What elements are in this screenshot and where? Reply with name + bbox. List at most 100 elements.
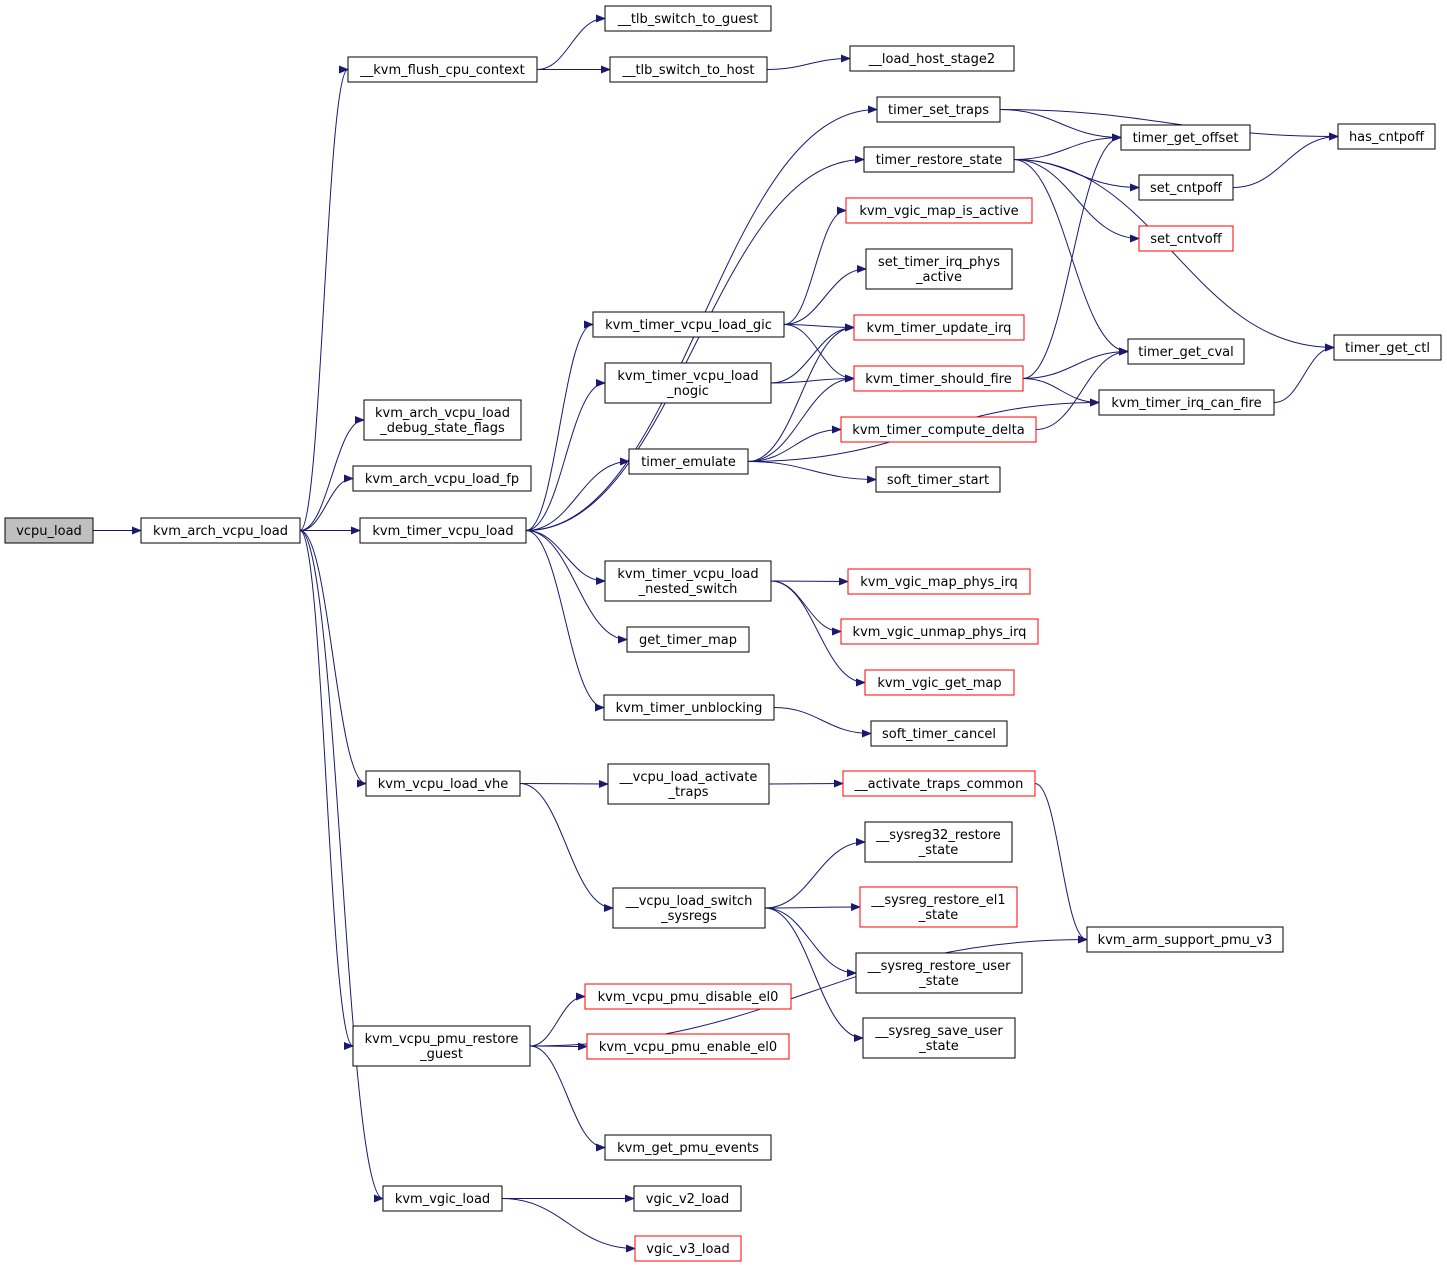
- node-label: vcpu_load: [16, 524, 82, 539]
- edge-kvm_timer_vcpu_load-to-kvm_timer_vcpu_load_gic: [525, 320, 594, 531]
- node-kvm_timer_should_fire[interactable]: kvm_timer_should_fire: [853, 365, 1024, 392]
- node-label: kvm_timer_should_fire: [865, 372, 1011, 387]
- node-kvm_vcpu_pmu_restore_guest[interactable]: kvm_vcpu_pmu_restore_guest: [352, 1025, 531, 1067]
- node-sysreg32_restore_state[interactable]: __sysreg32_restore_state: [864, 821, 1013, 863]
- node-box: [604, 362, 772, 404]
- node-box: [609, 56, 768, 83]
- node-box: [604, 5, 772, 32]
- node-sysreg_restore_el1_state[interactable]: __sysreg_restore_el1_state: [859, 886, 1018, 928]
- node-label: __sysreg_restore_el1: [870, 893, 1005, 908]
- node-box: [365, 770, 521, 797]
- node-label: kvm_vcpu_pmu_disable_el0: [598, 990, 779, 1005]
- node-kvm_timer_vcpu_load_nested_switch[interactable]: kvm_timer_vcpu_load_nested_switch: [604, 560, 772, 602]
- node-soft_timer_start[interactable]: soft_timer_start: [875, 466, 1001, 493]
- node-label: kvm_timer_vcpu_load: [617, 567, 758, 582]
- node-box: [865, 248, 1013, 290]
- node-label: kvm_arm_support_pmu_v3: [1098, 933, 1273, 948]
- node-vgic_v3_load[interactable]: vgic_v3_load: [634, 1235, 742, 1262]
- node-timer_get_cval[interactable]: timer_get_cval: [1127, 338, 1245, 365]
- node-timer_emulate[interactable]: timer_emulate: [628, 448, 749, 475]
- node-set_timer_irq_phys_active[interactable]: set_timer_irq_phys_active: [865, 248, 1013, 290]
- node-label: has_cntpoff: [1349, 130, 1425, 145]
- edge-vcpu_load_switch_sysregs-to-sysreg_restore_el1_state: [764, 903, 861, 912]
- node-box: [4, 517, 94, 544]
- node-kvm_vgic_get_map[interactable]: kvm_vgic_get_map: [864, 669, 1015, 696]
- node-timer_get_ctl[interactable]: timer_get_ctl: [1333, 334, 1442, 361]
- node-load_host_stage2[interactable]: __load_host_stage2: [849, 45, 1015, 72]
- edge-kvm_timer_compute_delta-to-timer_get_cval: [1035, 347, 1129, 430]
- node-label: kvm_vgic_map_phys_irq: [860, 575, 1017, 590]
- node-label: _guest: [419, 1047, 463, 1062]
- node-tlb_switch_to_host[interactable]: __tlb_switch_to_host: [609, 56, 768, 83]
- node-kvm_timer_vcpu_load_nogic[interactable]: kvm_timer_vcpu_load_nogic: [604, 362, 772, 404]
- node-kvm_timer_vcpu_load_gic[interactable]: kvm_timer_vcpu_load_gic: [592, 311, 785, 338]
- node-kvm_arch_vcpu_load_fp[interactable]: kvm_arch_vcpu_load_fp: [352, 465, 532, 492]
- node-box: [586, 1033, 790, 1060]
- node-box: [382, 1185, 503, 1212]
- node-box: [847, 568, 1031, 595]
- edge-vcpu_load_switch_sysregs-to-sysreg32_restore_state: [764, 838, 866, 909]
- node-label: set_cntvoff: [1150, 232, 1222, 247]
- node-vcpu_load[interactable]: vcpu_load: [4, 517, 94, 544]
- node-get_timer_map[interactable]: get_timer_map: [626, 626, 750, 653]
- node-kvm_timer_unblocking[interactable]: kvm_timer_unblocking: [603, 694, 775, 721]
- node-timer_restore_state[interactable]: timer_restore_state: [863, 146, 1015, 173]
- node-kvm_arch_vcpu_load[interactable]: kvm_arch_vcpu_load: [140, 517, 301, 544]
- node-label: _nogic: [666, 384, 709, 399]
- node-sysreg_restore_user_state[interactable]: __sysreg_restore_user_state: [855, 952, 1023, 994]
- node-kvm_arch_vcpu_load_debug_state_flags[interactable]: kvm_arch_vcpu_load_debug_state_flags: [363, 399, 522, 441]
- node-timer_get_offset[interactable]: timer_get_offset: [1120, 124, 1251, 151]
- node-soft_timer_cancel[interactable]: soft_timer_cancel: [870, 720, 1008, 747]
- edge-kvm_timer_vcpu_load-to-timer_emulate: [525, 457, 630, 531]
- node-kvm_vgic_load[interactable]: kvm_vgic_load: [382, 1185, 503, 1212]
- node-vgic_v2_load[interactable]: vgic_v2_load: [633, 1185, 742, 1212]
- node-kvm_vcpu_pmu_enable_el0[interactable]: kvm_vcpu_pmu_enable_el0: [586, 1033, 790, 1060]
- node-label: kvm_timer_vcpu_load: [372, 524, 513, 539]
- node-box: [853, 365, 1024, 392]
- node-label: __sysreg_save_user: [874, 1024, 1003, 1039]
- node-label: soft_timer_cancel: [882, 727, 996, 742]
- edge-layer: [92, 14, 1339, 1253]
- node-label: kvm_timer_vcpu_load: [617, 369, 758, 384]
- edge-kvm_arch_vcpu_load-to-kvm_vgic_load: [299, 530, 384, 1203]
- node-box: [840, 618, 1039, 645]
- node-label: kvm_arch_vcpu_load: [153, 524, 288, 539]
- node-kvm_timer_vcpu_load[interactable]: kvm_timer_vcpu_load: [359, 517, 527, 544]
- node-box: [634, 1235, 742, 1262]
- node-set_cntvoff[interactable]: set_cntvoff: [1138, 225, 1234, 252]
- node-kvm_vcpu_load_vhe[interactable]: kvm_vcpu_load_vhe: [365, 770, 521, 797]
- node-kvm_vcpu_pmu_disable_el0[interactable]: kvm_vcpu_pmu_disable_el0: [584, 983, 792, 1010]
- edge-kvm_timer_vcpu_load_nested_switch-to-kvm_vgic_map_phys_irq: [770, 577, 849, 586]
- edge-kvm_timer_unblocking-to-soft_timer_cancel: [773, 707, 872, 738]
- node-label: _nested_switch: [638, 582, 738, 597]
- edge-kvm_vcpu_load_vhe-to-vcpu_load_switch_sysregs: [519, 783, 614, 912]
- node-timer_set_traps[interactable]: timer_set_traps: [876, 96, 1001, 123]
- node-kvm_vgic_map_phys_irq[interactable]: kvm_vgic_map_phys_irq: [847, 568, 1031, 595]
- node-kvm_timer_update_irq[interactable]: kvm_timer_update_irq: [853, 314, 1025, 341]
- edge-timer_restore_state-to-set_cntvoff: [1013, 159, 1140, 243]
- node-label: kvm_vgic_load: [395, 1192, 490, 1207]
- node-activate_traps_common[interactable]: __activate_traps_common: [842, 770, 1036, 797]
- node-set_cntpoff[interactable]: set_cntpoff: [1138, 174, 1234, 201]
- node-kvm_flush_cpu_context[interactable]: __kvm_flush_cpu_context: [347, 56, 538, 83]
- node-box: [607, 763, 770, 805]
- edge-timer_set_traps-to-has_cntpoff: [999, 109, 1339, 141]
- node-kvm_vgic_unmap_phys_irq[interactable]: kvm_vgic_unmap_phys_irq: [840, 618, 1039, 645]
- edge-vcpu_load_switch_sysregs-to-sysreg_restore_user_state: [764, 907, 857, 977]
- node-kvm_timer_irq_can_fire[interactable]: kvm_timer_irq_can_fire: [1098, 389, 1275, 416]
- node-has_cntpoff[interactable]: has_cntpoff: [1337, 123, 1436, 150]
- node-box: [604, 1134, 772, 1161]
- edge-timer_emulate-to-kvm_timer_compute_delta: [747, 425, 842, 462]
- node-vcpu_load_activate_traps[interactable]: __vcpu_load_activate_traps: [607, 763, 770, 805]
- node-kvm_vgic_map_is_active[interactable]: kvm_vgic_map_is_active: [845, 197, 1033, 224]
- node-kvm_timer_compute_delta[interactable]: kvm_timer_compute_delta: [840, 416, 1037, 443]
- node-label: get_timer_map: [639, 633, 737, 648]
- node-sysreg_save_user_state[interactable]: __sysreg_save_user_state: [862, 1017, 1016, 1059]
- node-kvm_arm_support_pmu_v3[interactable]: kvm_arm_support_pmu_v3: [1086, 926, 1284, 953]
- node-kvm_get_pmu_events[interactable]: kvm_get_pmu_events: [604, 1134, 772, 1161]
- node-label: vgic_v2_load: [646, 1192, 729, 1207]
- edge-kvm_timer_vcpu_load_nested_switch-to-kvm_vgic_unmap_phys_irq: [770, 580, 842, 636]
- node-vcpu_load_switch_sysregs[interactable]: __vcpu_load_switch_sysregs: [612, 887, 766, 929]
- node-tlb_switch_to_guest[interactable]: __tlb_switch_to_guest: [604, 5, 772, 32]
- edge-kvm_timer_vcpu_load_gic-to-set_timer_irq_phys_active: [783, 265, 867, 325]
